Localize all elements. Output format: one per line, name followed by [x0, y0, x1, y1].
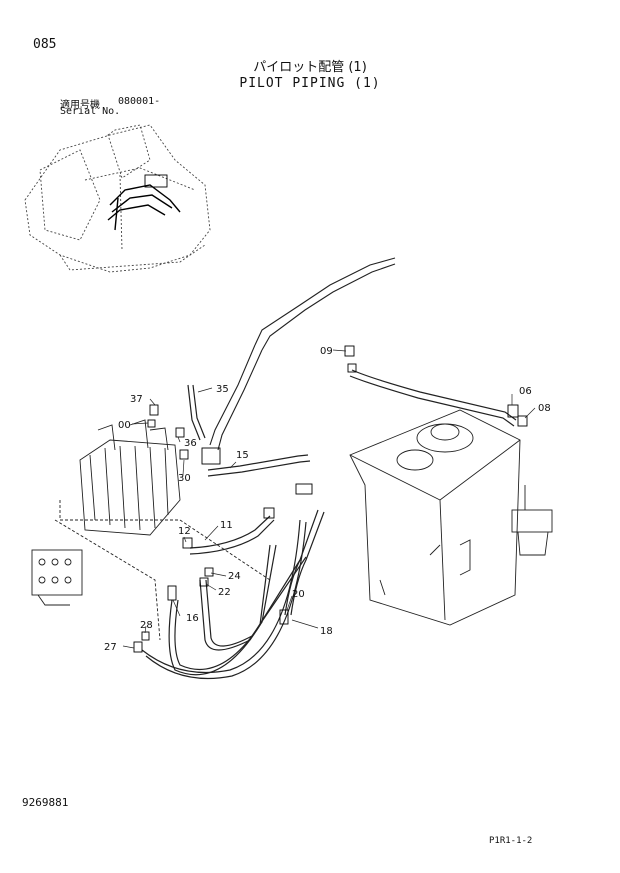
sheet-code: P1R1-1-2 [489, 836, 533, 846]
hose-15 [207, 454, 311, 477]
callout-06: 06 [519, 386, 532, 397]
hose-22 [199, 556, 307, 651]
serial-value: 080001- [118, 96, 161, 107]
callout-24: 24 [228, 571, 241, 582]
callout-20: 20 [292, 589, 305, 600]
control-valve-assembly [79, 419, 181, 536]
document-number: 9269881 [22, 796, 69, 809]
callout-15: 15 [236, 450, 249, 461]
filter-element [511, 485, 553, 556]
callout-18: 18 [320, 626, 333, 637]
callout-37: 37 [130, 394, 143, 405]
callout-08: 08 [538, 403, 551, 414]
callout-09: 09 [320, 346, 333, 357]
machine-overview-sketch [24, 124, 211, 273]
pipe-35 [187, 384, 206, 441]
overview-pipe-bundle [107, 184, 181, 231]
callout-00: 00 [118, 420, 131, 431]
hydraulic-tank [349, 409, 521, 626]
callout-36: 36 [184, 438, 197, 449]
fittings [133, 345, 528, 653]
callout-11: 11 [220, 520, 233, 531]
serial-label-japanese: 適用号機 [60, 100, 100, 111]
leader-lines [122, 349, 536, 649]
title-english: PILOT PIPING (1) [239, 76, 381, 91]
hose-27 [141, 519, 307, 679]
upper-pilot-line [209, 257, 396, 451]
platform-outline [54, 500, 271, 641]
callout-16: 16 [186, 613, 199, 624]
page-number: 085 [33, 37, 57, 52]
inset-valve-detail [31, 549, 83, 606]
callout-12: 12 [178, 526, 191, 537]
hose-11 [189, 515, 275, 555]
title-japanese: パイロット配管 (1) [253, 60, 367, 75]
callout-30: 30 [178, 473, 191, 484]
hose-18 [284, 509, 325, 616]
callout-22: 22 [218, 587, 231, 598]
callout-28: 28 [140, 620, 153, 631]
hose-16 [168, 544, 277, 676]
pipe-09-06 [349, 369, 517, 427]
callout-27: 27 [104, 642, 117, 653]
callout-35: 35 [216, 384, 229, 395]
serial-label-english: Serial No. [60, 106, 121, 117]
